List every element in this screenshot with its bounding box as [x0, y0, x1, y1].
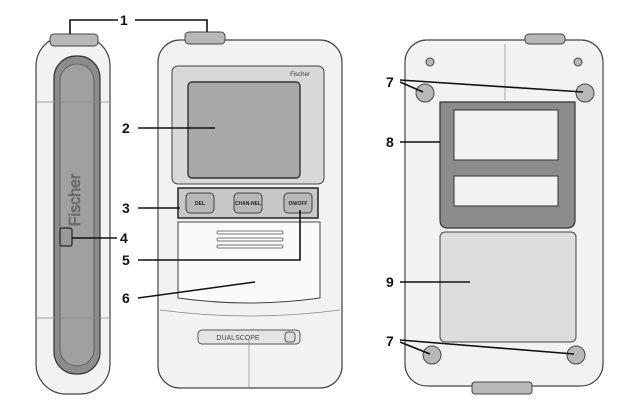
- callout-3: 3: [122, 200, 130, 216]
- side-top-knob: [49, 33, 99, 47]
- callout-7-bottom: 7: [386, 333, 394, 349]
- svg-text:ON/OFF: ON/OFF: [289, 201, 308, 207]
- logo-text: DUALSCOPE: [216, 335, 260, 342]
- display-screen: [187, 81, 301, 179]
- foot: [566, 345, 586, 365]
- callout-9: 9: [386, 274, 394, 290]
- top-knob: [184, 31, 226, 45]
- callout-5: 5: [122, 252, 130, 268]
- callout-7-top: 7: [386, 74, 394, 90]
- callout-2: 2: [122, 120, 130, 136]
- front-view: Fischer DEL CHAN-NEL ON/OFF DUALSCOPE: [157, 31, 343, 389]
- screen-brand-text: Fischer: [290, 72, 310, 78]
- side-view: Fischer: [35, 33, 111, 395]
- foot: [415, 83, 435, 103]
- usb-port: [59, 227, 73, 247]
- foot: [575, 83, 595, 103]
- callout-1: 1: [120, 12, 128, 28]
- foot: [422, 345, 442, 365]
- on-off-button[interactable]: ON/OFF: [283, 192, 313, 214]
- callout-4: 4: [120, 230, 128, 246]
- callout-8: 8: [386, 134, 394, 150]
- battery-cover: [439, 231, 577, 343]
- back-view: [404, 33, 604, 395]
- callout-6: 6: [122, 290, 130, 306]
- lower-cover: [177, 221, 321, 304]
- side-brand-text: Fischer: [67, 173, 84, 226]
- svg-text:DEL: DEL: [195, 201, 205, 207]
- svg-text:CHAN-NEL: CHAN-NEL: [235, 201, 261, 207]
- leader-lines: [69, 19, 584, 355]
- del-button[interactable]: DEL: [185, 192, 215, 214]
- channel-button[interactable]: CHAN-NEL: [233, 192, 263, 214]
